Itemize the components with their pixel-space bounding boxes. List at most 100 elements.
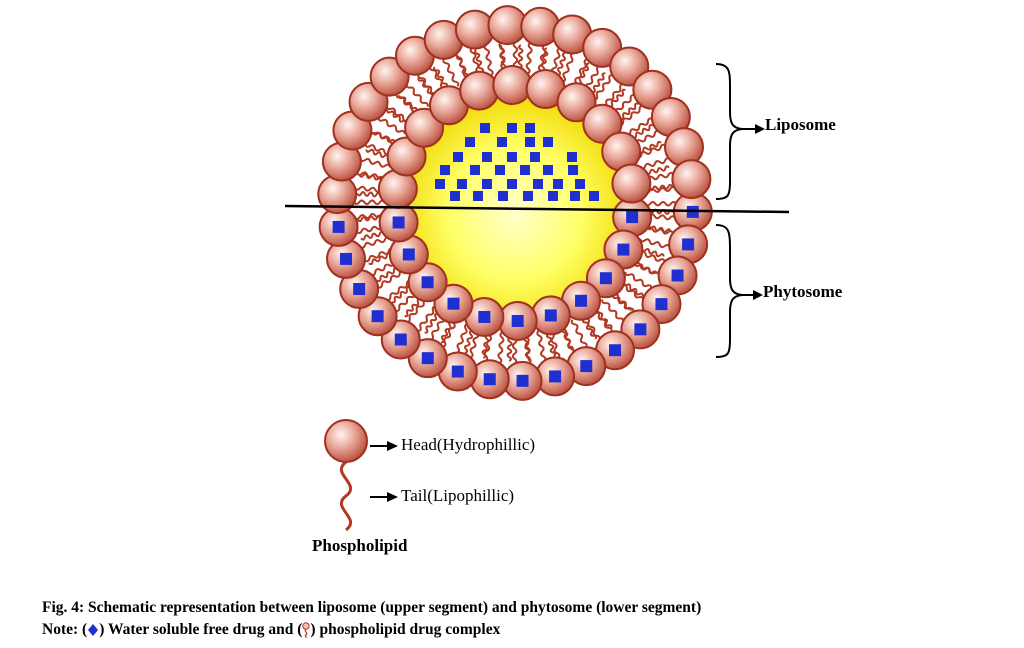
tail-chain — [639, 157, 671, 170]
inner-head-layer — [377, 65, 653, 341]
tail-chain — [442, 318, 457, 348]
bound-drug-square — [421, 276, 434, 289]
free-drug-square — [543, 165, 553, 175]
phospholipid-head — [459, 70, 500, 111]
tail-chain — [601, 299, 625, 323]
tail-chain — [357, 214, 382, 223]
free-drug-square — [453, 152, 463, 162]
free-drug-square — [450, 191, 460, 201]
free-drug-square — [495, 165, 505, 175]
free-drug-molecules — [435, 123, 599, 201]
tail-chain — [570, 319, 588, 348]
phytosome-arrow — [742, 290, 763, 300]
bound-drug-square — [626, 211, 639, 224]
phytosome-brace — [715, 224, 743, 358]
tail-chain — [540, 47, 549, 72]
free-drug-square — [548, 191, 558, 201]
tail-chain — [573, 58, 588, 88]
tail-chain — [545, 333, 557, 357]
tail-chain — [364, 247, 395, 263]
figure-caption: Fig. 4: Schematic representation between… — [42, 599, 702, 616]
tail-chain — [398, 94, 418, 112]
phytosome-label: Phytosome — [763, 282, 843, 301]
free-drug-square — [520, 165, 530, 175]
aqueous-core — [405, 93, 625, 313]
free-drug-square — [567, 152, 577, 162]
phospholipid-complex-icon — [302, 622, 311, 639]
tail-chain — [602, 83, 624, 109]
tail-chain — [578, 62, 590, 85]
bound-drug-square — [609, 344, 622, 357]
tail-chain — [609, 88, 626, 108]
bound-drug-square — [634, 323, 647, 336]
tail-chain — [645, 165, 670, 176]
bound-drug-square — [655, 298, 668, 311]
tail-chain — [619, 102, 639, 120]
tail-chain — [634, 263, 658, 275]
tail-chain — [612, 294, 632, 312]
bound-drug-square — [353, 283, 366, 296]
note-suffix: ) phospholipid drug complex — [310, 621, 501, 638]
free-drug-square — [589, 191, 599, 201]
tail-chain — [536, 330, 547, 362]
bound-drug-square — [478, 310, 491, 323]
free-drug-square — [507, 123, 517, 133]
tail-chain — [377, 117, 406, 135]
tail-chain — [582, 318, 598, 340]
tail-chain — [593, 74, 613, 101]
head-arrow — [370, 441, 398, 451]
liposome-label: Liposome — [765, 115, 836, 134]
free-drug-square — [507, 152, 517, 162]
free-drug-square — [553, 179, 563, 189]
tail-chain — [497, 331, 505, 365]
bound-drug-square — [340, 252, 353, 265]
tail-chain — [406, 297, 428, 323]
free-drug-square — [497, 137, 507, 147]
bound-drug-square — [421, 352, 434, 365]
bound-drug-square — [549, 370, 562, 383]
tail-chain — [517, 44, 524, 69]
free-drug-square — [530, 152, 540, 162]
free-drug-square — [482, 152, 492, 162]
tail-chain — [356, 191, 382, 198]
tail-chain — [442, 58, 460, 87]
tail-chain — [372, 131, 396, 143]
bound-drug-square — [599, 272, 612, 285]
note-prefix: Note: ( — [42, 621, 88, 638]
bound-drug-square — [575, 294, 588, 307]
free-drug-square — [575, 179, 585, 189]
free-drug-square — [470, 165, 480, 175]
tail-chain — [456, 323, 469, 354]
tail-chain — [424, 312, 438, 334]
tail-chain — [358, 173, 384, 181]
tail-chain — [506, 337, 513, 362]
bound-drug-square — [451, 365, 464, 378]
liposome-brace — [715, 63, 743, 200]
tail-chain — [417, 77, 435, 97]
tail-chain — [404, 298, 421, 318]
free-drug-square — [525, 137, 535, 147]
free-drug-square — [525, 123, 535, 133]
tail-chain — [353, 199, 386, 206]
tail-arrow — [370, 492, 398, 502]
bound-drug-square — [332, 220, 345, 233]
tail-chain — [624, 271, 653, 289]
tail-chain — [561, 52, 574, 83]
tail-chain — [595, 309, 613, 329]
free-drug-square — [568, 165, 578, 175]
tail-chain — [417, 305, 437, 332]
tail-label: Tail(Lipophillic) — [401, 486, 514, 505]
tail-chain — [432, 66, 448, 88]
tail-chain — [625, 117, 653, 137]
free-drug-square — [473, 191, 483, 201]
tail-chain — [368, 252, 391, 266]
bound-drug-square — [580, 360, 593, 373]
tail-chain — [632, 123, 654, 139]
tail-chain — [386, 109, 408, 124]
free-drug-square — [507, 179, 517, 189]
free-drug-square — [523, 191, 533, 201]
tail-chain — [648, 183, 673, 192]
legend-phospholipid-icon — [324, 419, 368, 532]
free-drug-square — [480, 123, 490, 133]
free-drug-square — [435, 179, 445, 189]
